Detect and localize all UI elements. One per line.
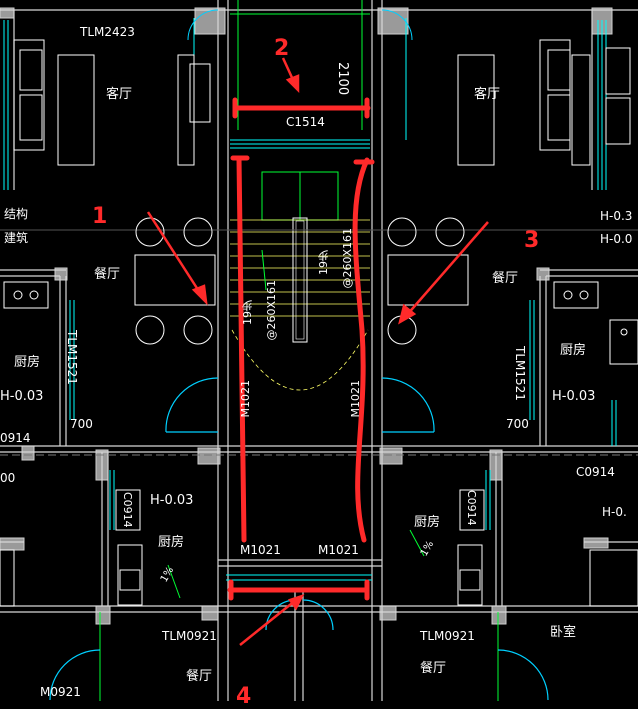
label-steps-right: 19步 — [317, 250, 330, 275]
label-dining-bottom-left: 餐厅 — [186, 669, 213, 684]
label-dining-left: 餐厅 — [94, 267, 121, 282]
red-arrows — [146, 57, 489, 646]
label-m0921: M0921 — [40, 685, 81, 699]
door-arcs-top — [187, 9, 413, 41]
label-m1021-bottom-left: M1021 — [240, 543, 281, 557]
label-c1514: C1514 — [286, 115, 325, 129]
label-tlm1521-left: TLM1521 — [65, 330, 79, 385]
label-c0914-v-right: C0914 — [465, 490, 478, 526]
label-h03: H-0.3 — [600, 209, 633, 223]
label-kitchen-center-right: 厨房 — [414, 515, 441, 530]
label-m1021-left-v: M1021 — [239, 380, 252, 418]
red-markings — [227, 97, 375, 601]
label-c0914-v-left: C0914 — [121, 492, 134, 528]
annotation-2: 2 — [274, 36, 290, 61]
furniture — [0, 39, 638, 607]
annotation-4: 4 — [236, 684, 252, 709]
label-m1021-bottom-right: M1021 — [318, 543, 359, 557]
label-dim-2100: 2100 — [335, 62, 350, 96]
door-arcs — [49, 377, 549, 701]
label-tread-right: @260X161 — [341, 228, 354, 289]
label-dim-00: 00 — [0, 471, 16, 485]
label-m1021-right-v: M1021 — [349, 380, 362, 418]
label-kitchen-center: 厨房 — [158, 535, 185, 550]
label-living-right: 客厅 — [474, 87, 501, 102]
label-kitchen-right: 厨房 — [560, 343, 587, 358]
stair-treads — [230, 219, 370, 391]
label-tlm0921-left: TLM0921 — [162, 629, 217, 643]
label-tlm0921-right: TLM0921 — [420, 629, 475, 643]
label-h05-right: H-0. — [602, 505, 627, 519]
slope-arrows — [167, 249, 425, 599]
annotation-3: 3 — [524, 228, 540, 253]
label-tread-left: @260X161 — [265, 280, 278, 341]
label-struct: 结构 — [4, 207, 29, 221]
label-kitchen-left: 厨房 — [14, 355, 41, 370]
label-dining-right: 餐厅 — [492, 271, 519, 286]
label-h003-left: H-0.03 — [0, 389, 44, 404]
stair-handrail — [292, 217, 308, 343]
label-tlm1521-right: TLM1521 — [513, 346, 527, 401]
label-dim-700-left: 700 — [70, 417, 93, 431]
label-bedroom: 卧室 — [550, 625, 577, 640]
label-living-left: 客厅 — [106, 87, 133, 102]
label-tlm2423: TLM2423 — [80, 25, 135, 39]
label-arch: 建筑 — [4, 231, 29, 245]
annotation-1: 1 — [92, 204, 108, 229]
label-h003-center: H-0.03 — [150, 493, 194, 508]
label-dim-700-right: 700 — [506, 417, 529, 431]
label-dining-bottom-right: 餐厅 — [420, 661, 447, 676]
label-c0914-right: C0914 — [576, 465, 615, 479]
label-steps-left: 19步 — [241, 300, 254, 325]
label-c0914-left: 0914 — [0, 431, 31, 445]
label-h003-right: H-0.03 — [552, 389, 596, 404]
label-h00: H-0.0 — [600, 232, 633, 246]
